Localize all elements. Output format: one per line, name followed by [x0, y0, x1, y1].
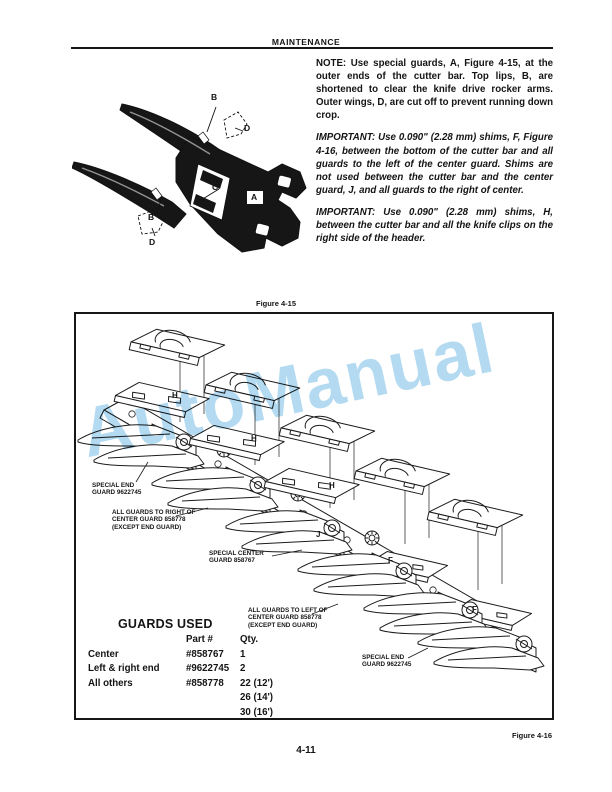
- part-label-d-bottom: D: [149, 237, 156, 247]
- guards-table-title: GUARDS USED: [118, 617, 213, 631]
- important-paragraph-1: IMPORTANT: Use 0.090" (2.28 mm) shims, F…: [316, 132, 553, 196]
- page-header: MAINTENANCE: [271, 37, 341, 47]
- figure-4-15-caption: Figure 4-15: [255, 299, 296, 308]
- callout-guards-left-of-center: ALL GUARDS TO LEFT OF CENTER GUARD 85877…: [248, 607, 328, 629]
- header-divider: [71, 47, 553, 49]
- part-label-f: F: [472, 605, 477, 614]
- page-number: 4-11: [296, 745, 316, 756]
- guards-table-spacer: [88, 633, 184, 648]
- instruction-text-column: NOTE: Use special guards, A, Figure 4-15…: [316, 57, 553, 254]
- part-label-f: F: [388, 556, 393, 565]
- callout-special-end-guard-bottom: SPECIAL END GUARD 9622745: [362, 654, 412, 669]
- callout-guards-right-of-center: ALL GUARDS TO RIGHT OF CENTER GUARD 8587…: [112, 509, 196, 531]
- knife-clip: [278, 407, 376, 457]
- knife-clip: [426, 491, 524, 541]
- part-label-h: H: [329, 481, 335, 490]
- part-label-h: H: [251, 434, 257, 443]
- bolt: [364, 530, 380, 546]
- cutter-bar-exploded-diagram: [77, 321, 545, 673]
- guard-qty: 2: [240, 663, 246, 674]
- guards-table-col-part: Part #: [186, 634, 213, 645]
- table-row: All others #858778 22 (12') 26 (14') 30 …: [88, 677, 326, 721]
- part-label-a: A: [251, 192, 258, 202]
- part-label-b-top: B: [211, 92, 218, 102]
- figure-4-16: AutoManual H H H F F J SPECIAL END GUARD…: [74, 308, 554, 720]
- part-label-d-top: D: [244, 123, 251, 133]
- knife-clip: [203, 364, 301, 414]
- guard: [151, 466, 279, 514]
- guard-part: #858767: [186, 648, 224, 660]
- guard-qty: 22 (12') 26 (14') 30 (16'): [240, 677, 273, 718]
- guard-name: Left & right end: [88, 663, 160, 674]
- part-label-b-bottom: B: [148, 212, 155, 222]
- figure-4-16-caption: Figure 4-16: [511, 731, 552, 740]
- guard-part: #9622745: [186, 663, 230, 674]
- end-guard-left: [77, 423, 205, 471]
- knife-clip: [353, 450, 451, 500]
- note-paragraph: NOTE: Use special guards, A, Figure 4-15…: [316, 58, 553, 122]
- guard-qty: 1: [240, 648, 246, 660]
- callout-special-end-guard-top: SPECIAL END GUARD 9622745: [92, 482, 142, 497]
- important-paragraph-2: IMPORTANT: Use 0.090" (2.28 mm) shims, H…: [316, 206, 553, 245]
- guard-part: #858778: [186, 677, 224, 689]
- callout-special-center-guard: SPECIAL CENTER GUARD 858767: [209, 550, 264, 565]
- figure-4-15: B D C A B D: [72, 76, 312, 298]
- guards-table-col-qty: Qty.: [240, 634, 259, 645]
- guard-name: Center: [88, 648, 119, 660]
- table-row: Center #858767 1: [88, 648, 326, 663]
- part-label-j: J: [316, 530, 321, 539]
- knife-clip: [128, 321, 226, 371]
- part-label-c: C: [212, 182, 219, 192]
- guards-table: GUARDS USED Part # Qty. Center #858767 1…: [88, 617, 326, 720]
- guard-name: All others: [88, 677, 133, 689]
- guard-photo-illustration: [72, 103, 307, 253]
- part-label-h: H: [172, 391, 178, 400]
- table-row: Left & right end #9622745 2: [88, 662, 326, 677]
